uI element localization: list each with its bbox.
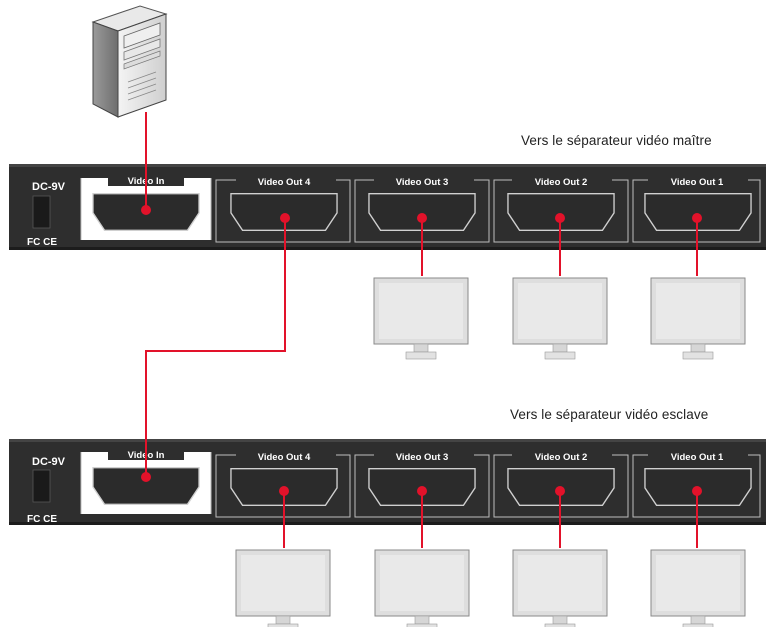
port-label: Video Out 2 [535,177,588,188]
monitor-icon [512,277,608,360]
connector-dots [141,205,702,496]
certification-label: FC CE [27,514,57,525]
master-splitter-caption: Vers le séparateur vidéo maître [521,133,712,148]
certification-label: FC CE [27,237,57,248]
port-label: Video Out 3 [396,452,449,463]
slave-splitter-caption: Vers le séparateur vidéo esclave [510,407,709,422]
master-monitors [373,277,746,360]
slave-splitter-panel: DC-9V FC CE Video In Video Out 4 Video O… [9,439,766,525]
monitor-icon [650,277,746,360]
monitor-icon [650,549,746,632]
port-label: Video Out 2 [535,452,588,463]
computer-tower-icon [91,5,168,118]
monitor-icon [512,549,608,632]
cables [145,112,698,548]
port-label: Video Out 1 [671,177,724,188]
cable-master-to-slave [145,218,286,477]
monitor-icon [373,277,469,360]
master-splitter-panel: DC-9V FC CE Video In Video Out 4 Video O… [9,164,766,250]
monitor-icon [374,549,470,632]
power-jack [32,469,51,503]
power-jack [32,195,51,229]
slave-monitors [235,549,746,632]
monitor-icon [235,549,331,632]
power-label: DC-9V [32,181,66,193]
power-label: DC-9V [32,456,66,468]
port-label: Video Out 4 [258,177,311,188]
port-label: Video Out 4 [258,452,311,463]
master-video-out-3-port: Video Out 3 [354,174,490,243]
port-label: Video Out 3 [396,177,449,188]
port-label: Video Out 1 [671,452,724,463]
master-video-out-4-port: Video Out 4 [215,174,351,243]
